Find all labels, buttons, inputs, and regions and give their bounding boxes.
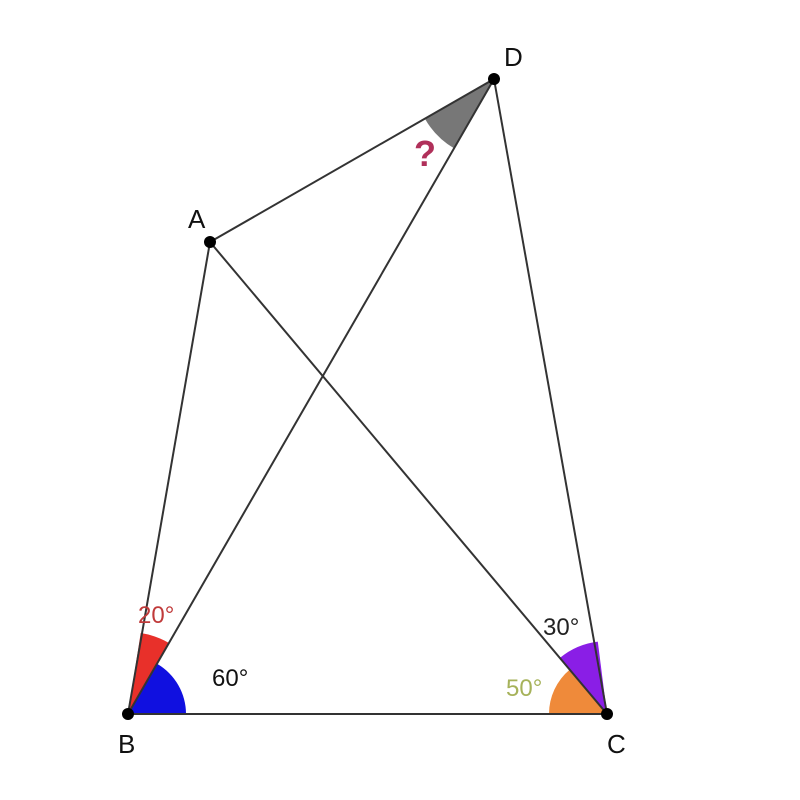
angle-label-acb: 50° — [506, 675, 542, 702]
edge-bd — [127, 78, 495, 715]
angle-sector-adb — [424, 79, 494, 149]
angle-label-adb: ? — [414, 133, 436, 174]
vertex-d — [488, 73, 500, 85]
angle-sector-acd — [559, 641, 607, 714]
edge-cd — [493, 78, 608, 715]
label-c: C — [607, 729, 626, 759]
vertex-c — [601, 708, 613, 720]
label-d: D — [504, 42, 523, 72]
edge-ac — [209, 241, 608, 715]
edge-da — [209, 78, 495, 243]
angle-label-abd: 20° — [138, 602, 174, 629]
edge-ab — [127, 241, 211, 715]
vertex-a — [204, 236, 216, 248]
label-b: B — [118, 729, 135, 759]
angle-label-acd: 30° — [543, 614, 579, 641]
angle-sector-dbc — [128, 663, 186, 714]
angle-sector-acb — [549, 669, 607, 714]
vertex-b — [122, 708, 134, 720]
angle-label-dbc: 60° — [212, 665, 248, 692]
label-a: A — [188, 204, 206, 234]
